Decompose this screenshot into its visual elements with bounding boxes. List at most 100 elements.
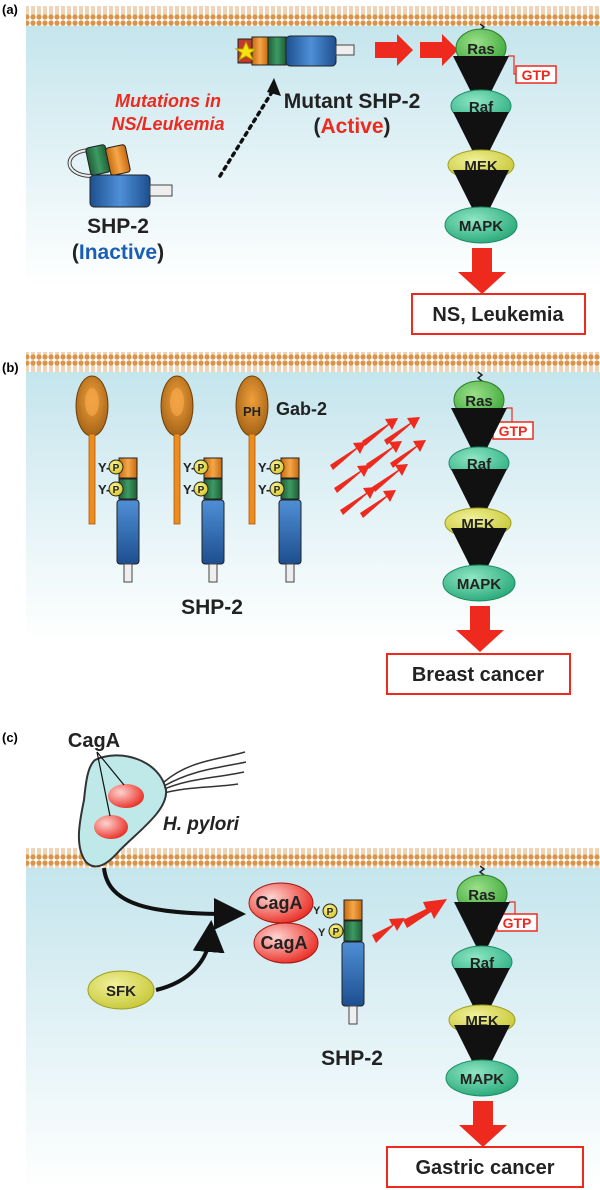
mapk-label-c: MAPK <box>460 1071 504 1088</box>
down-red-arrow-icon <box>456 606 504 652</box>
mutations-label-line2: NS/Leukemia <box>111 114 224 134</box>
svg-text:Y: Y <box>98 460 107 475</box>
svg-text:-: - <box>191 460 195 475</box>
dotted-arrow-head <box>267 78 281 96</box>
gab2-label: Gab-2 <box>276 399 327 419</box>
caga-bound-2 <box>253 922 319 964</box>
svg-text:-: - <box>266 482 270 497</box>
red-arrow-icon <box>372 464 408 492</box>
shp2-label-a: SHP-2 <box>87 215 149 238</box>
caga-shp2-complex: CagA CagA Y Y P P <box>248 882 365 1025</box>
red-arrow-icon <box>362 418 398 446</box>
svg-text:P: P <box>198 485 205 496</box>
red-arrow-icon <box>334 465 370 493</box>
caga-label-top: CagA <box>68 730 120 752</box>
raf-label-a: Raf <box>469 99 494 116</box>
red-arrow-icon <box>390 440 426 468</box>
membrane-a <box>26 6 600 26</box>
pathway-a: Ras GTP Raf MEK MAPK NS, Leukemia <box>411 23 586 335</box>
svg-text:CagA: CagA <box>260 933 307 953</box>
svg-text:Y: Y <box>313 905 321 917</box>
dotted-arrow <box>218 90 274 178</box>
svg-text:Y: Y <box>258 482 267 497</box>
mutant-shp2-molecule <box>234 35 355 67</box>
svg-text:-: - <box>191 482 195 497</box>
panel-c: (c) CagA H. pylori SFK CagA CagA <box>2 730 600 1190</box>
svg-text:P: P <box>333 927 340 938</box>
ph-label: PH <box>243 404 261 419</box>
mapk-label-a: MAPK <box>459 218 503 235</box>
mek-label-a: MEK <box>464 158 498 175</box>
raf-label-c: Raf <box>470 955 495 972</box>
svg-text:P: P <box>113 485 120 496</box>
outcome-label-c: Gastric cancer <box>416 1157 555 1179</box>
shp2-state-a: (Inactive) <box>72 241 164 264</box>
red-arrow-icon <box>403 899 447 928</box>
svg-text:P: P <box>274 485 281 496</box>
red-arrow-icon <box>366 441 402 469</box>
membrane-c <box>26 848 600 868</box>
panel-b: (b) Y - P Y - P Y <box>2 352 600 695</box>
svg-text:P: P <box>198 463 205 474</box>
signal-arrows-b <box>330 417 426 518</box>
svg-text:P: P <box>327 907 334 918</box>
mutant-shp2-state: (Active) <box>313 115 390 138</box>
injection-arrow <box>102 867 246 930</box>
outcome-box-c <box>386 1146 584 1188</box>
caga-particle <box>94 815 128 839</box>
red-arrow-icon <box>330 442 366 470</box>
red-arrow-icon <box>420 34 458 66</box>
svg-text:Y: Y <box>98 482 107 497</box>
gab2-shp2-complex-2: Y - P Y - P <box>160 375 225 583</box>
sfk-label: SFK <box>106 983 136 1000</box>
red-arrow-icon <box>372 918 405 943</box>
mek-label-b: MEK <box>461 516 495 533</box>
mapk-node-c <box>445 1059 519 1097</box>
inactive-shp2-molecule <box>67 144 173 208</box>
outcome-box-b <box>386 653 571 695</box>
mapk-label-b: MAPK <box>457 576 501 593</box>
red-arrow-icon <box>360 490 396 518</box>
shp2-label-c: SHP-2 <box>321 1047 383 1070</box>
svg-text:-: - <box>106 460 110 475</box>
gtp-label-a: GTP <box>522 67 551 83</box>
svg-text:-: - <box>266 460 270 475</box>
down-red-arrow-icon <box>459 1101 507 1147</box>
svg-text:Y: Y <box>183 460 192 475</box>
mek-label-c: MEK <box>465 1013 499 1030</box>
ras-label-b: Ras <box>465 393 493 410</box>
red-arrow-icon <box>340 487 376 515</box>
mapk-node-a <box>444 206 518 244</box>
shp2-label-b: SHP-2 <box>181 596 243 619</box>
ras-label-c: Ras <box>468 887 496 904</box>
caga-particle <box>108 784 144 808</box>
ras-label-a: Ras <box>467 41 495 58</box>
red-arrow-icon <box>384 417 420 445</box>
gab2-shp2-complex-1: Y - P Y - P <box>75 375 140 583</box>
panel-tag-c: (c) <box>2 730 18 745</box>
mutant-shp2-label: Mutant SHP-2 <box>284 90 421 113</box>
outcome-box-a <box>411 293 586 335</box>
sfk-node <box>87 970 155 1010</box>
h-pylori-bacterium <box>77 751 247 868</box>
outcome-label-a: NS, Leukemia <box>432 304 564 326</box>
svg-text:P: P <box>274 463 281 474</box>
membrane-b <box>26 352 600 372</box>
red-arrow-icon <box>375 34 413 66</box>
outcome-label-b: Breast cancer <box>412 664 545 686</box>
h-pylori-label: H. pylori <box>163 814 240 835</box>
pathway-c: Ras GTP Raf MEK MAPK Gastric cancer <box>386 865 584 1188</box>
gtp-label-b: GTP <box>499 423 528 439</box>
svg-text:Y: Y <box>318 927 326 939</box>
down-red-arrow-icon <box>458 248 506 294</box>
gtp-label-c: GTP <box>503 915 532 931</box>
svg-text:CagA: CagA <box>255 893 302 913</box>
star-icon <box>234 40 258 62</box>
svg-text:Y: Y <box>258 460 267 475</box>
mutations-label-line1: Mutations in <box>115 91 221 111</box>
svg-text:Y: Y <box>183 482 192 497</box>
pathway-b: Ras GTP Raf MEK MAPK Breast cancer <box>386 371 571 695</box>
gtp-box-a <box>515 65 557 84</box>
sfk-arrow <box>155 920 225 992</box>
